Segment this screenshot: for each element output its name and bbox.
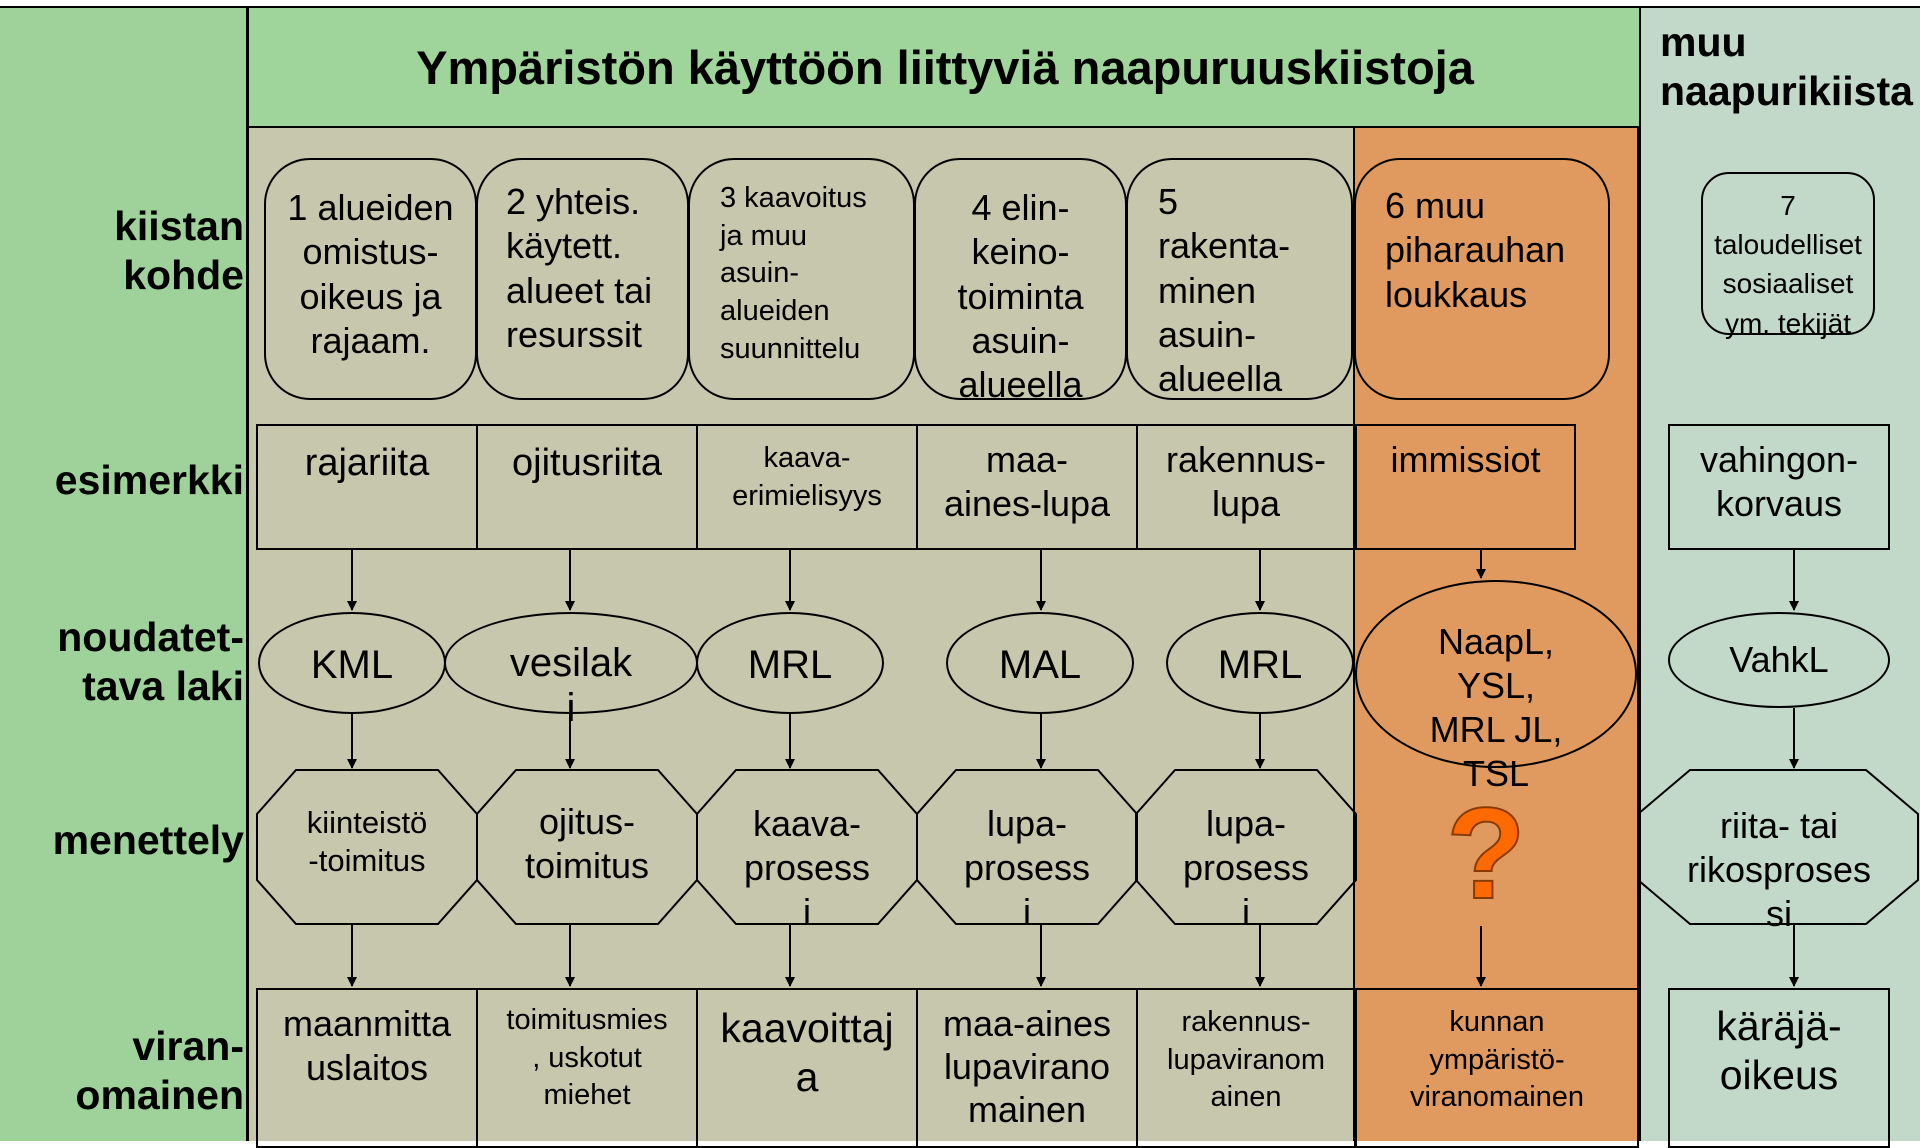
laki-ellipse-7: VahkL	[1668, 612, 1890, 708]
menettely-text-4: lupa- prosess i	[963, 803, 1091, 932]
laki-text-7: VahkL	[1729, 639, 1829, 680]
header-band	[249, 6, 1641, 128]
kohde-text-4: 4 elin- keino- toiminta asuin- alueella	[957, 187, 1084, 406]
laki-ellipse-6: NaapL, YSL, MRL JL, TSL	[1355, 580, 1637, 794]
row-label-esimerkki: esimerkki	[54, 457, 244, 503]
esimerkki-text-4: maa- aines-lupa	[943, 439, 1111, 524]
kohde-text-7: 7 taloudelliset sosiaaliset ym. tekijät	[1714, 190, 1862, 339]
kohde-box-1: 1 alueiden omistus- oikeus ja rajaam.	[264, 158, 477, 400]
esimerkki-text-7: vahingon- korvaus	[1699, 439, 1859, 524]
esimerkki-box-5: rakennus- lupa	[1136, 424, 1356, 550]
menettely-text-3: kaava- prosess i	[743, 803, 871, 932]
other-dispute-title: muu naapurikiista	[1660, 19, 1913, 115]
kohde-text-5: 5 rakenta- minen asuin- alueella	[1158, 181, 1291, 400]
laki-ellipse-5: MRL	[1166, 612, 1354, 714]
viranomainen-text-3: kaavoittaj a	[720, 1005, 894, 1101]
viranomainen-box-6: kunnan ympäristö- viranomainen	[1355, 988, 1639, 1148]
esimerkki-text-2: ojitusriita	[512, 442, 662, 484]
laki-ellipse-2: vesilak i	[444, 612, 698, 730]
viranomainen-box-1: maanmitta uslaitos	[256, 988, 478, 1148]
esimerkki-text-6: immissiot	[1390, 439, 1541, 480]
laki-ellipse-3: MRL	[696, 612, 884, 714]
kohde-box-7: 7 taloudelliset sosiaaliset ym. tekijät	[1701, 172, 1875, 339]
menettely-text-1: kiinteistö -toimitus	[306, 805, 428, 878]
laki-ellipse-4: MAL	[946, 612, 1134, 714]
laki-text-4: MAL	[998, 643, 1082, 687]
viranomainen-text-1: maanmitta uslaitos	[282, 1003, 452, 1088]
viranomainen-box-3: kaavoittaj a	[696, 988, 918, 1148]
kohde-box-4: 4 elin- keino- toiminta asuin- alueella	[914, 158, 1127, 405]
viranomainen-box-4: maa-aines lupavirano mainen	[916, 988, 1138, 1148]
laki-text-2: vesilak i	[509, 641, 633, 730]
viranomainen-box-7: käräjä- oikeus	[1668, 988, 1890, 1148]
esimerkki-text-5: rakennus- lupa	[1165, 439, 1327, 524]
kohde-text-6: 6 muu piharauhan loukkaus	[1385, 185, 1566, 315]
kohde-text-1: 1 alueiden omistus- oikeus ja rajaam.	[287, 187, 454, 361]
row-label-menettely: menettely	[52, 817, 244, 863]
esimerkki-text-1: rajariita	[304, 442, 430, 484]
laki-text-1: KML	[310, 643, 394, 687]
viranomainen-box-2: toimitusmies , uskotut miehet	[476, 988, 698, 1148]
viranomainen-text-2: toimitusmies , uskotut miehet	[506, 1004, 668, 1112]
row-label-kohde: kiistan kohde	[114, 203, 244, 299]
kohde-box-3: 3 kaavoitus ja muu asuin- alueiden suunn…	[688, 158, 915, 400]
kohde-box-5: 5 rakenta- minen asuin- alueella	[1126, 158, 1353, 400]
kohde-box-6: 6 muu piharauhan loukkaus	[1354, 158, 1610, 400]
row-label-laki: noudatet- tava laki	[57, 614, 244, 710]
esimerkki-box-2: ojitusriita	[476, 424, 698, 550]
kohde-text-2: 2 yhteis. käytett. alueet tai resurssit	[506, 181, 653, 355]
row-label-viranomainen: viran- omainen	[75, 1023, 244, 1119]
viranomainen-text-7: käräjä- oikeus	[1716, 1003, 1842, 1099]
laki-text-5: MRL	[1217, 643, 1303, 687]
esimerkki-box-1: rajariita	[256, 424, 478, 550]
viranomainen-box-5: rakennus- lupaviranom ainen	[1136, 988, 1356, 1148]
laki-text-6: NaapL, YSL, MRL JL, TSL	[1429, 621, 1563, 794]
laki-ellipse-1: KML	[258, 612, 446, 714]
esimerkki-box-4: maa- aines-lupa	[916, 424, 1138, 550]
viranomainen-text-4: maa-aines lupavirano mainen	[942, 1003, 1112, 1131]
kohde-text-3: 3 kaavoitus ja muu asuin- alueiden suunn…	[720, 182, 867, 365]
viranomainen-text-6: kunnan ympäristö- viranomainen	[1409, 1006, 1585, 1114]
kohde-box-2: 2 yhteis. käytett. alueet tai resurssit	[476, 158, 689, 400]
esimerkki-text-3: kaava- erimielisyys	[732, 442, 882, 512]
laki-text-3: MRL	[747, 643, 833, 687]
esimerkki-box-7: vahingon- korvaus	[1668, 424, 1890, 550]
esimerkki-box-3: kaava- erimielisyys	[696, 424, 918, 550]
menettely-text-7: riita- tai rikosproses si	[1686, 805, 1872, 934]
diagram-title: Ympäristön käyttöön liittyviä naapuruusk…	[416, 41, 1474, 94]
question-mark-icon: ?	[1445, 780, 1526, 926]
viranomainen-text-5: rakennus- lupaviranom ainen	[1167, 1006, 1325, 1114]
esimerkki-box-6: immissiot	[1355, 424, 1576, 550]
menettely-text-2: ojitus- toimitus	[524, 801, 650, 886]
left-label-panel	[0, 6, 249, 1141]
menettely-text-5: lupa- prosess i	[1182, 803, 1310, 932]
